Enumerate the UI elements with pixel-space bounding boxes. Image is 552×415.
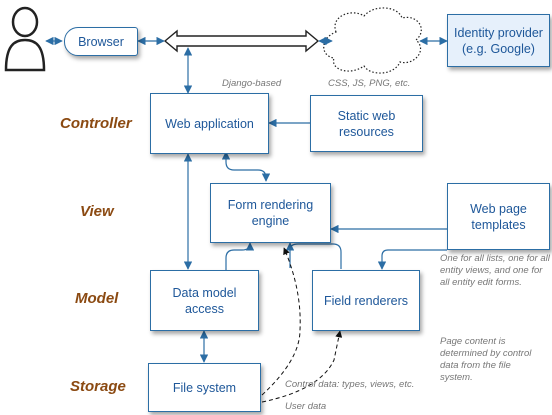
person-icon [4, 6, 46, 72]
static-types-note: CSS, JS, PNG, etc. [328, 78, 411, 89]
layer-storage-label: Storage [70, 378, 126, 395]
control-data-to-fields [261, 330, 343, 403]
control-data-note: Control data: types, views, etc. [285, 379, 415, 390]
layer-controller-label: Controller [60, 115, 132, 132]
internet-link-arrow [163, 29, 320, 53]
layer-view-label: View [80, 203, 114, 220]
data-model-node: Data model access [150, 270, 259, 331]
webapp-form-arrow [221, 151, 271, 182]
form-engine-node: Form rendering engine [210, 183, 331, 243]
templates-node: Web page templates [447, 183, 550, 250]
user-data-note: User data [285, 401, 327, 412]
control-data-to-form [261, 247, 301, 396]
templates-field-arrow [377, 249, 447, 270]
file-system-node: File system [148, 363, 261, 412]
cloud-icon [323, 7, 422, 74]
browser-node: Browser [64, 27, 138, 56]
django-note: Django-based [222, 78, 282, 89]
templates-note: One for all lists, one for all entity vi… [440, 253, 550, 288]
field-form-link [289, 243, 342, 269]
identity-provider-node: Identity provider (e.g. Google) [447, 14, 550, 67]
page-content-note: Page content is determined by control da… [440, 336, 532, 383]
static-resources-node: Static web resources [310, 95, 423, 152]
field-renderers-node: Field renderers [312, 270, 420, 331]
model-form-arrow [225, 242, 255, 272]
layer-model-label: Model [75, 290, 119, 307]
web-application-node: Web application [150, 93, 269, 154]
